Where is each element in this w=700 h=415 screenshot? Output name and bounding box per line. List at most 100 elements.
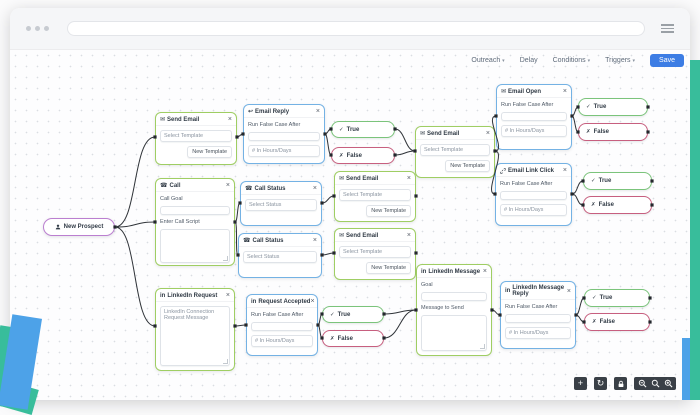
cross-icon: ✗ bbox=[586, 129, 591, 135]
false-case-input[interactable] bbox=[251, 322, 313, 331]
envelope-icon: ✉ bbox=[339, 176, 345, 182]
call-script-textarea[interactable] bbox=[160, 229, 230, 263]
false-case-input[interactable] bbox=[501, 112, 567, 121]
new-template-button[interactable]: New Template bbox=[187, 146, 232, 158]
node-title: Email Link Click bbox=[508, 167, 555, 174]
node-title: Send Email bbox=[346, 175, 379, 182]
close-icon[interactable]: × bbox=[406, 232, 411, 239]
close-icon[interactable]: × bbox=[482, 268, 487, 275]
node-title: LinkedIn Message bbox=[428, 268, 481, 275]
new-template-button[interactable]: New Template bbox=[366, 205, 411, 217]
node-true-1[interactable]: ✓True bbox=[331, 121, 395, 138]
linkedin-icon: in bbox=[421, 268, 427, 275]
window-dot bbox=[44, 26, 49, 31]
hours-days-input[interactable]: # In Hours/Days bbox=[501, 125, 567, 137]
node-false-1[interactable]: ✗False bbox=[331, 147, 395, 164]
close-icon[interactable]: × bbox=[562, 167, 567, 174]
node-false-4[interactable]: ✗False bbox=[322, 330, 384, 347]
close-icon[interactable]: × bbox=[225, 292, 230, 299]
node-new-prospect[interactable]: New Prospect bbox=[43, 218, 115, 236]
check-icon: ✓ bbox=[330, 311, 335, 318]
zoom-reset-button[interactable] bbox=[649, 377, 661, 390]
new-template-button[interactable]: New Template bbox=[366, 262, 411, 274]
node-send-email-3[interactable]: ✉Send Email× Select Template New Templat… bbox=[334, 228, 416, 280]
save-button[interactable]: Save bbox=[650, 54, 684, 67]
node-title: Email Reply bbox=[255, 108, 290, 115]
close-icon[interactable]: × bbox=[312, 185, 317, 192]
template-select[interactable]: Select Template bbox=[339, 246, 411, 258]
node-title: Call bbox=[169, 182, 181, 189]
connection-message-textarea[interactable]: LinkedIn Connection Request Message bbox=[160, 306, 230, 366]
false-case-input[interactable] bbox=[505, 314, 571, 323]
lock-button[interactable] bbox=[614, 377, 627, 390]
zoom-out-button[interactable] bbox=[636, 377, 648, 390]
hours-days-input[interactable]: # In Hours/Days bbox=[500, 204, 567, 216]
close-icon[interactable]: × bbox=[225, 182, 230, 189]
template-select[interactable]: Select Template bbox=[339, 189, 411, 201]
node-true-3[interactable]: ✓True bbox=[583, 172, 652, 190]
close-icon[interactable]: × bbox=[566, 287, 571, 295]
node-true-5[interactable]: ✓True bbox=[584, 289, 650, 307]
flow-canvas[interactable]: Outreach ▾ Delay Conditions ▾ Triggers ▾… bbox=[10, 50, 690, 400]
hours-days-input[interactable]: # In Hours/Days bbox=[248, 145, 320, 157]
person-icon bbox=[55, 224, 60, 230]
close-icon[interactable]: × bbox=[485, 130, 490, 137]
status-select[interactable]: Select Status bbox=[245, 199, 317, 211]
node-call-status-2[interactable]: ☎Call Status× Select Status bbox=[238, 233, 322, 278]
window-dot bbox=[35, 26, 40, 31]
node-title: New Prospect bbox=[63, 224, 104, 230]
node-email-reply[interactable]: ↩Email Reply× Run False Case After # In … bbox=[243, 104, 325, 164]
template-select[interactable]: Select Template bbox=[160, 130, 232, 142]
node-email-link-click[interactable]: Email Link Click× Run False Case After #… bbox=[495, 163, 572, 226]
menu-triggers[interactable]: Triggers ▾ bbox=[605, 57, 636, 64]
cross-icon: ✗ bbox=[339, 152, 344, 159]
message-textarea[interactable] bbox=[421, 315, 487, 351]
field-label: Run False Case After bbox=[505, 304, 558, 310]
template-select[interactable]: Select Template bbox=[420, 144, 490, 156]
node-call[interactable]: ☎Call× Call Goal Enter Call Script bbox=[155, 178, 235, 266]
node-true-4[interactable]: ✓True bbox=[322, 306, 384, 323]
false-case-input[interactable] bbox=[248, 132, 320, 141]
field-label: Enter Call Script bbox=[160, 219, 200, 225]
new-template-button[interactable]: New Template bbox=[445, 160, 490, 172]
canvas-controls: + ↻ bbox=[574, 377, 676, 390]
refresh-button[interactable]: ↻ bbox=[594, 377, 607, 390]
node-false-5[interactable]: ✗False bbox=[584, 313, 650, 331]
call-goal-input[interactable] bbox=[160, 206, 230, 215]
chevron-down-icon: ▾ bbox=[632, 58, 636, 64]
close-icon[interactable]: × bbox=[310, 298, 315, 305]
node-call-status-1[interactable]: ☎Call Status× Select Status bbox=[240, 181, 322, 226]
node-email-open[interactable]: ✉Email Open× Run False Case After # In H… bbox=[496, 84, 572, 150]
hours-days-input[interactable]: # In Hours/Days bbox=[505, 327, 571, 339]
node-send-email-1[interactable]: ✉Send Email× Select Template New Templat… bbox=[155, 112, 237, 165]
field-label: Run False Case After bbox=[251, 312, 304, 318]
zoom-in-button[interactable] bbox=[662, 377, 674, 390]
reply-icon: ↩ bbox=[248, 109, 254, 115]
lock-icon bbox=[618, 380, 623, 387]
menu-icon[interactable] bbox=[661, 24, 674, 33]
close-icon[interactable]: × bbox=[227, 116, 232, 123]
close-icon[interactable]: × bbox=[406, 175, 411, 182]
hours-days-input[interactable]: # In Hours/Days bbox=[251, 335, 313, 347]
menu-delay[interactable]: Delay bbox=[519, 57, 538, 64]
node-false-3[interactable]: ✗False bbox=[583, 196, 652, 214]
address-bar[interactable] bbox=[67, 21, 645, 36]
menu-conditions[interactable]: Conditions ▾ bbox=[552, 57, 591, 64]
menu-outreach[interactable]: Outreach ▾ bbox=[471, 57, 505, 64]
close-icon[interactable]: × bbox=[562, 88, 567, 95]
close-icon[interactable]: × bbox=[315, 108, 320, 115]
node-false-2[interactable]: ✗False bbox=[578, 123, 648, 141]
node-true-2[interactable]: ✓True bbox=[578, 98, 648, 116]
goal-input[interactable] bbox=[421, 292, 487, 301]
status-select[interactable]: Select Status bbox=[243, 251, 317, 263]
close-icon[interactable]: × bbox=[312, 237, 317, 244]
false-case-input[interactable] bbox=[500, 191, 567, 200]
node-send-email-4[interactable]: ✉Send Email× Select Template New Templat… bbox=[415, 126, 495, 178]
add-button[interactable]: + bbox=[574, 377, 587, 390]
linkedin-icon: in bbox=[251, 298, 257, 305]
node-send-email-2[interactable]: ✉Send Email × Select Template New Templat… bbox=[334, 171, 416, 222]
